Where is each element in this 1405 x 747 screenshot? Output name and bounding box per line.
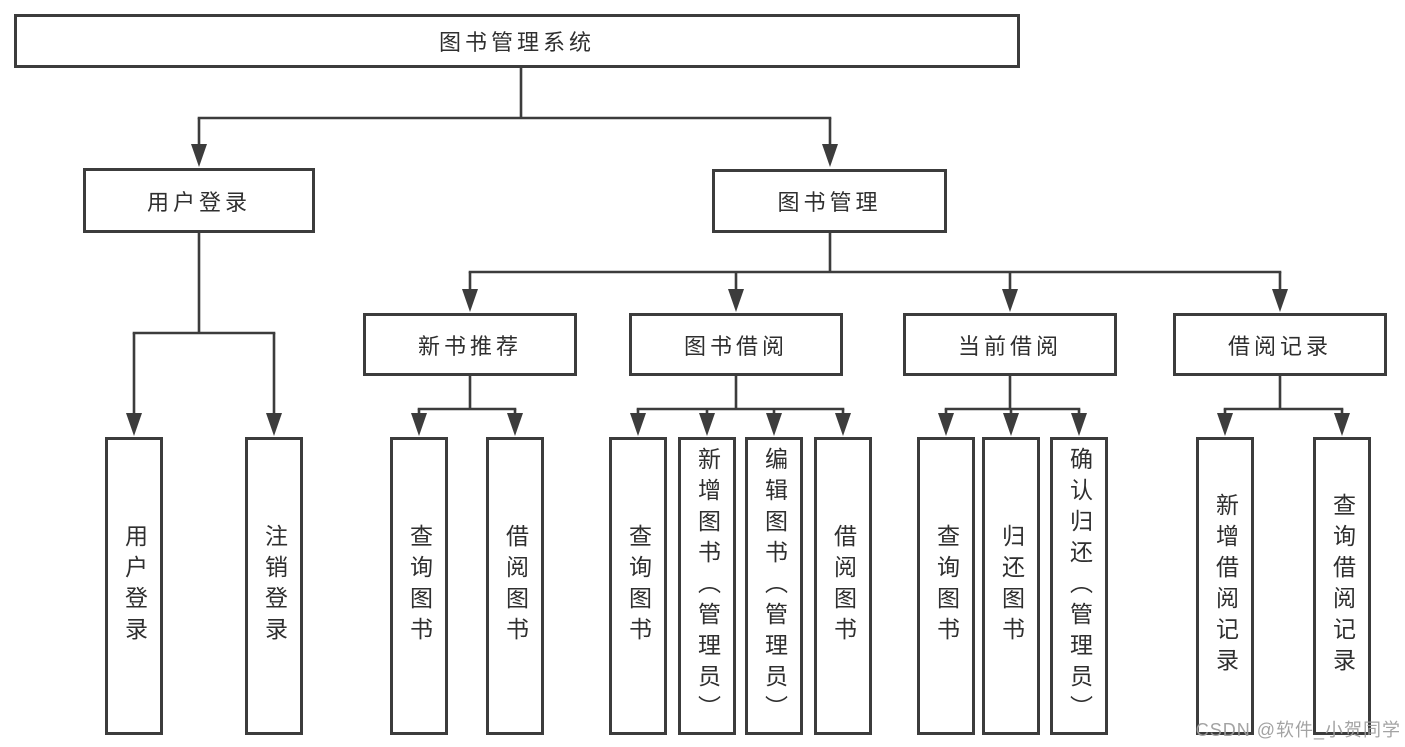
leaf-borrow-book-recommend: 借阅图书	[486, 437, 544, 735]
leaf-add-book-admin: 新增图书（管理员）	[678, 437, 736, 735]
node-root-label: 图书管理系统	[438, 30, 595, 55]
leaf-query-borrow-record: 查询借阅记录	[1313, 437, 1371, 735]
leaf-user-login-label: 用户登录	[121, 524, 148, 648]
node-user-login: 用户登录	[83, 168, 315, 233]
leaf-borrow-book: 借阅图书	[814, 437, 872, 735]
leaf-confirm-return-admin-label: 确认归还（管理员）	[1066, 446, 1093, 726]
leaf-query-book-borrow: 查询图书	[609, 437, 667, 735]
leaf-return-book: 归还图书	[982, 437, 1040, 735]
leaf-return-book-label: 归还图书	[998, 524, 1025, 648]
leaf-add-borrow-record-label: 新增借阅记录	[1212, 493, 1239, 679]
leaf-user-login: 用户登录	[105, 437, 163, 735]
leaf-add-book-admin-label: 新增图书（管理员）	[694, 446, 721, 726]
node-borrow-records-label: 借阅记录	[1227, 333, 1332, 359]
node-book-management-label: 图书管理	[777, 190, 882, 215]
leaf-query-book-borrow-label: 查询图书	[625, 524, 652, 648]
leaf-query-borrow-record-label: 查询借阅记录	[1329, 493, 1356, 679]
leaf-query-book-current: 查询图书	[917, 437, 975, 735]
node-current-borrow: 当前借阅	[903, 313, 1117, 376]
node-borrow-records: 借阅记录	[1173, 313, 1387, 376]
leaf-borrow-book-label: 借阅图书	[830, 524, 857, 648]
leaf-edit-book-admin-label: 编辑图书（管理员）	[761, 446, 788, 726]
leaf-query-book-recommend-label: 查询图书	[406, 524, 433, 648]
node-new-book-recommend: 新书推荐	[363, 313, 577, 376]
leaf-add-borrow-record: 新增借阅记录	[1196, 437, 1254, 735]
leaf-logout-label: 注销登录	[261, 524, 288, 648]
node-user-login-label: 用户登录	[146, 189, 251, 215]
node-new-book-recommend-label: 新书推荐	[417, 333, 522, 359]
node-current-borrow-label: 当前借阅	[957, 333, 1062, 359]
leaf-confirm-return-admin: 确认归还（管理员）	[1050, 437, 1108, 735]
node-book-borrow-label: 图书借阅	[683, 333, 788, 359]
leaf-query-book-current-label: 查询图书	[933, 524, 960, 648]
csdn-watermark: CSDN @软件_小贺同学	[1195, 720, 1401, 740]
leaf-borrow-book-recommend-label: 借阅图书	[502, 524, 529, 648]
leaf-logout: 注销登录	[245, 437, 303, 735]
node-root: 图书管理系统	[14, 14, 1020, 68]
node-book-management: 图书管理	[712, 169, 947, 233]
node-book-borrow: 图书借阅	[629, 313, 843, 376]
leaf-query-book-recommend: 查询图书	[390, 437, 448, 735]
leaf-edit-book-admin: 编辑图书（管理员）	[745, 437, 803, 735]
